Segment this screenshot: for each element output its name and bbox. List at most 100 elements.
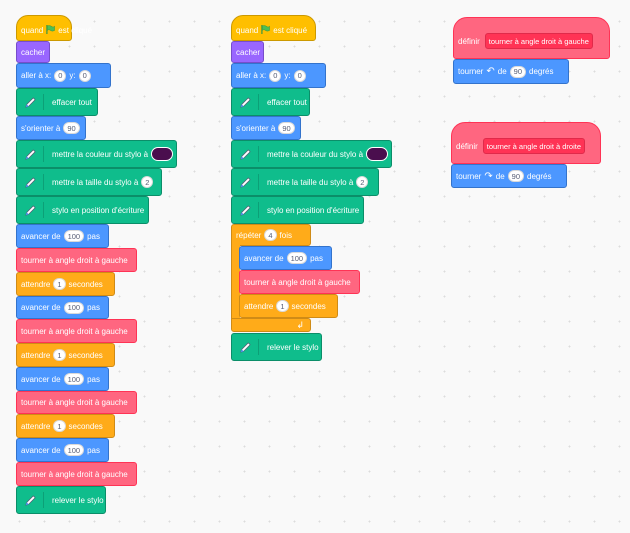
green-flag-icon: [261, 24, 271, 36]
goto-xy-block[interactable]: aller à x: 0 y: 0: [16, 63, 111, 88]
wait-input[interactable]: 1: [53, 278, 66, 290]
move-steps-block[interactable]: avancer de 100 pas: [16, 438, 109, 462]
pen-icon: [22, 174, 44, 190]
when-label: quand: [21, 25, 44, 35]
y-input[interactable]: 0: [78, 69, 91, 82]
wait-block[interactable]: attendre 1 secondes: [16, 414, 115, 438]
turn-left-right-angle-block[interactable]: tourner à angle droit à gauche: [16, 319, 137, 343]
turn-left-right-angle-block[interactable]: tourner à angle droit à gauche: [239, 270, 360, 294]
seconds-label: secondes: [68, 421, 103, 431]
pen-icon: [237, 202, 259, 218]
steps-input[interactable]: 100: [63, 230, 85, 242]
turn-left-right-angle-block[interactable]: tourner à angle droit à gauche: [16, 462, 137, 486]
hide-block[interactable]: cacher: [231, 41, 264, 63]
move-label: avancer de: [21, 231, 61, 241]
repeat-block-footer: ↲: [231, 318, 311, 332]
move-steps-block[interactable]: avancer de 100 pas: [16, 224, 109, 248]
hide-label: cacher: [21, 47, 46, 57]
erase-all-label: effacer tout: [52, 97, 92, 107]
wait-label: attendre: [21, 421, 51, 431]
move-label: avancer de: [21, 303, 61, 312]
define-turn-left-block[interactable]: définir tourner à angle droit à gauche: [453, 17, 610, 59]
move-steps-block[interactable]: avancer de 100 pas: [239, 246, 332, 270]
hide-block[interactable]: cacher: [16, 41, 50, 63]
erase-all-label: effacer tout: [267, 97, 307, 107]
pen-up-block[interactable]: relever le stylo: [231, 333, 322, 361]
set-pen-size-block[interactable]: mettre la taille du stylo à 2: [231, 168, 379, 196]
turn-right-prototype[interactable]: tourner à angle droit à droite: [482, 138, 586, 154]
turn-left-prototype[interactable]: tourner à angle droit à gauche: [484, 33, 593, 49]
turn-left-right-angle-label: tourner à angle droit à gauche: [21, 255, 128, 265]
move-label: avancer de: [244, 253, 284, 263]
repeat-block-arm: [231, 245, 240, 319]
steps-label: pas: [310, 253, 324, 263]
hide-label: cacher: [236, 47, 261, 57]
turn-left-right-angle-block[interactable]: tourner à angle droit à gauche: [16, 391, 137, 414]
steps-input[interactable]: 100: [286, 252, 308, 264]
turn-label: tourner: [456, 171, 482, 181]
move-label: avancer de: [21, 374, 61, 384]
wait-input[interactable]: 1: [53, 349, 66, 361]
clicked-label: est cliqué: [273, 25, 308, 35]
repeat-block[interactable]: répéter 4 fois: [231, 224, 311, 246]
wait-block[interactable]: attendre 1 secondes: [239, 294, 338, 318]
pen-size-input[interactable]: 2: [356, 176, 369, 188]
wait-block[interactable]: attendre 1 secondes: [16, 343, 115, 367]
when-flag-clicked-block[interactable]: quand est cliqué: [16, 15, 92, 41]
pen-down-block[interactable]: stylo en position d'écriture: [16, 196, 149, 224]
set-pen-color-block[interactable]: mettre la couleur du stylo à: [16, 140, 177, 168]
turn-right-degrees-block[interactable]: tourner ↷ de 90 degrés: [451, 164, 567, 188]
pen-icon: [22, 94, 44, 110]
turn-angle-input[interactable]: 90: [509, 65, 526, 78]
degrees-label: degrés: [527, 171, 552, 181]
repeat-count-input[interactable]: 4: [264, 229, 277, 241]
wait-input[interactable]: 1: [53, 420, 66, 432]
y-input[interactable]: 0: [293, 69, 306, 82]
pen-down-block[interactable]: stylo en position d'écriture: [231, 196, 364, 224]
loop-arrow-icon: ↲: [296, 319, 304, 330]
steps-input[interactable]: 100: [63, 301, 85, 314]
set-pen-color-block[interactable]: mettre la couleur du stylo à: [231, 140, 392, 168]
goto-xy-block[interactable]: aller à x: 0 y: 0: [231, 63, 326, 88]
move-steps-block[interactable]: avancer de 100 pas: [16, 367, 109, 391]
rotate-right-icon: ↷: [484, 170, 493, 182]
pen-icon: [237, 94, 259, 110]
turn-left-right-angle-label: tourner à angle droit à gauche: [21, 398, 128, 407]
pen-down-label: stylo en position d'écriture: [52, 205, 145, 215]
pen-color-swatch[interactable]: [366, 147, 389, 161]
x-input[interactable]: 0: [54, 69, 67, 82]
pen-up-label: relever le stylo: [52, 495, 104, 505]
wait-input[interactable]: 1: [276, 300, 289, 312]
set-pen-color-label: mettre la couleur du stylo à: [52, 149, 149, 159]
pen-down-label: stylo en position d'écriture: [267, 205, 360, 215]
point-direction-block[interactable]: s'orienter à 90: [231, 116, 301, 140]
wait-label: attendre: [244, 301, 274, 311]
erase-all-block[interactable]: effacer tout: [16, 88, 98, 116]
seconds-label: secondes: [68, 279, 103, 289]
wait-block[interactable]: attendre 1 secondes: [16, 272, 115, 296]
when-flag-clicked-block[interactable]: quand est cliqué: [231, 15, 316, 41]
steps-label: pas: [87, 303, 101, 312]
move-steps-block[interactable]: avancer de 100 pas: [16, 296, 109, 319]
erase-all-block[interactable]: effacer tout: [231, 88, 310, 116]
clicked-label: est cliqué: [58, 25, 93, 35]
direction-input[interactable]: 90: [278, 122, 295, 134]
turn-left-right-angle-block[interactable]: tourner à angle droit à gauche: [16, 248, 137, 272]
steps-input[interactable]: 100: [63, 444, 85, 456]
turn-left-degrees-block[interactable]: tourner ↶ de 90 degrés: [453, 59, 569, 84]
turn-left-right-angle-label: tourner à angle droit à gauche: [21, 469, 128, 479]
seconds-label: secondes: [291, 301, 326, 311]
steps-label: pas: [87, 445, 101, 455]
direction-input[interactable]: 90: [63, 122, 80, 134]
define-turn-right-block[interactable]: définir tourner à angle droit à droite: [451, 122, 601, 164]
x-input[interactable]: 0: [269, 69, 282, 82]
steps-input[interactable]: 100: [63, 373, 85, 385]
set-pen-size-block[interactable]: mettre la taille du stylo à 2: [16, 168, 162, 196]
turn-angle-input[interactable]: 90: [507, 170, 524, 182]
repeat-label: répéter: [236, 230, 262, 240]
pen-color-swatch[interactable]: [151, 147, 174, 161]
y-label: y:: [284, 71, 291, 80]
pen-size-input[interactable]: 2: [141, 176, 154, 188]
pen-up-block[interactable]: relever le stylo: [16, 486, 106, 514]
point-direction-block[interactable]: s'orienter à 90: [16, 116, 86, 140]
